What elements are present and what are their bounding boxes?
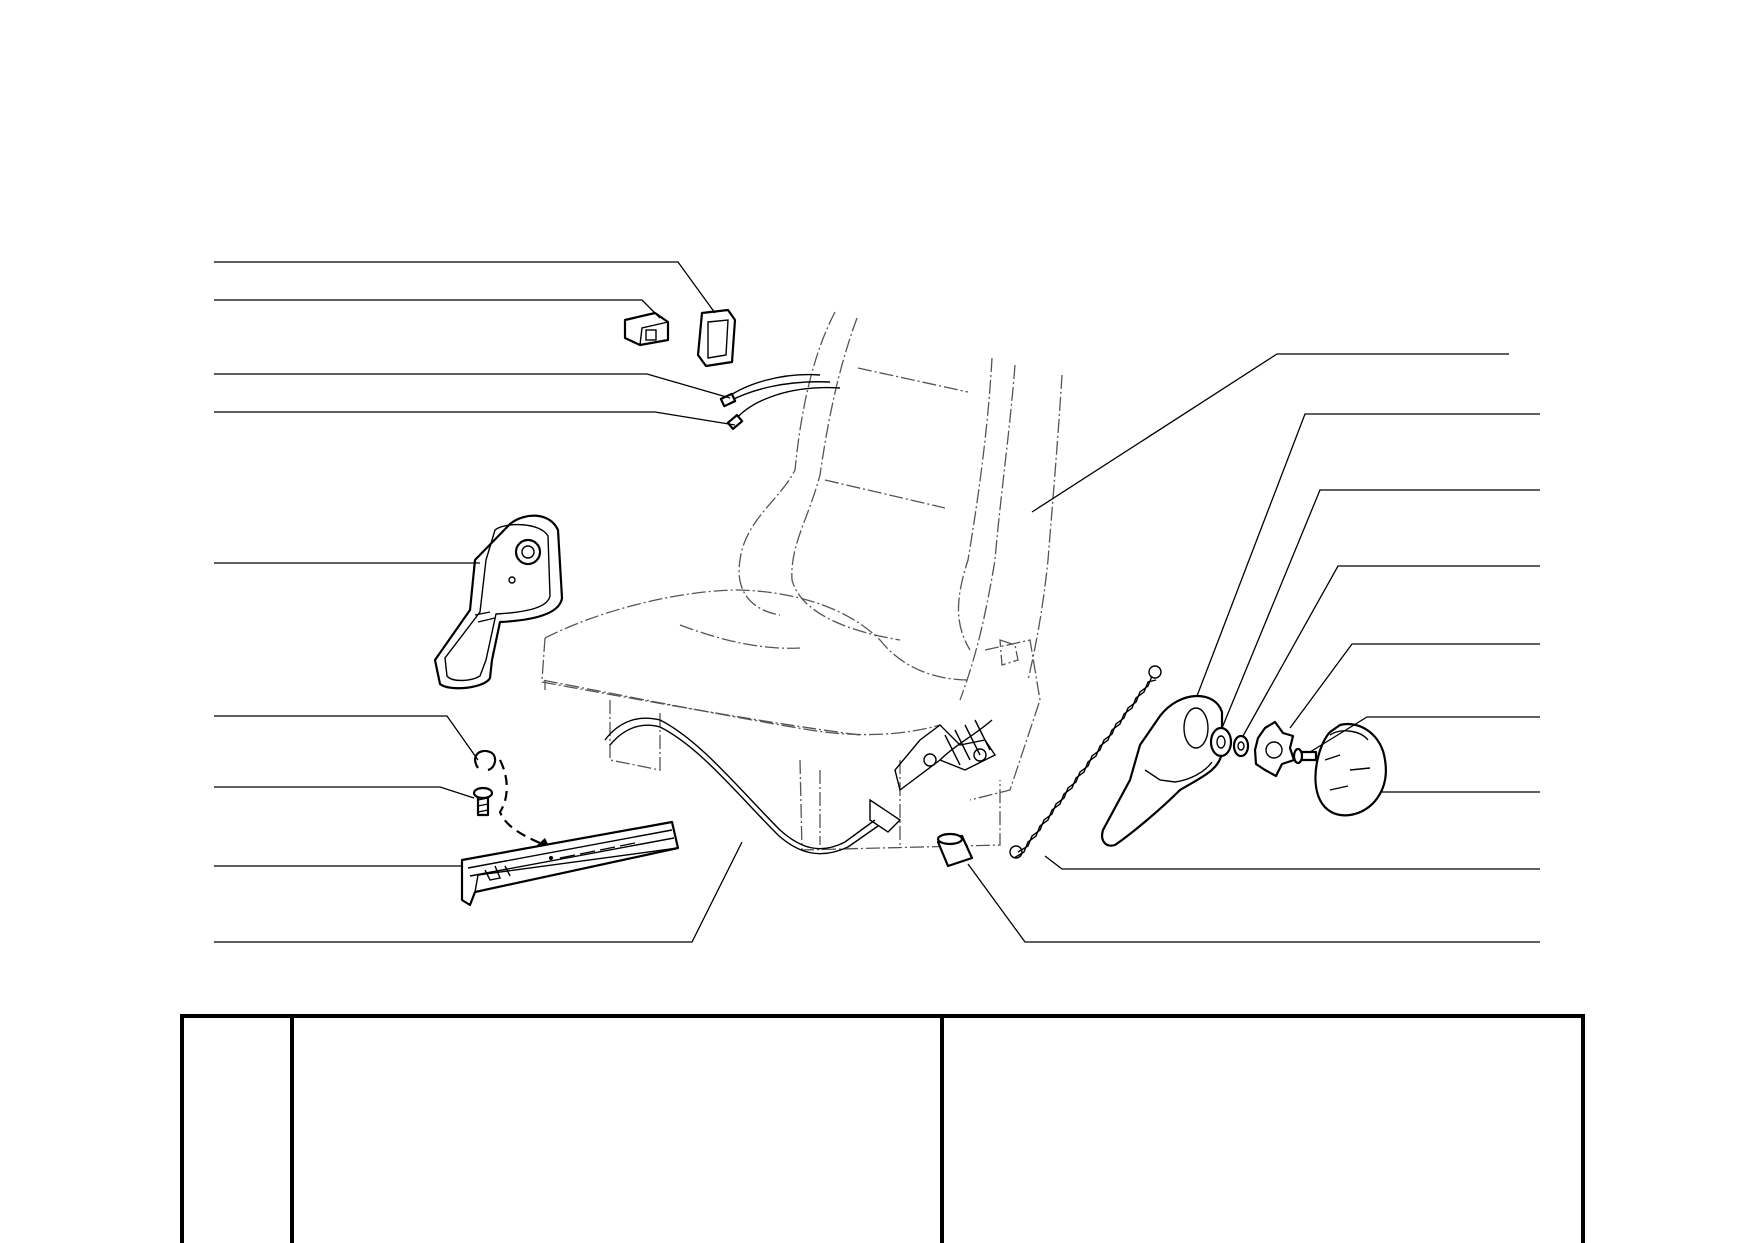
seat-rail-mechanism bbox=[869, 719, 997, 833]
callout-leader-17 bbox=[1044, 855, 1540, 870]
callout-leader-6 bbox=[214, 715, 479, 761]
callout-leader-3 bbox=[214, 373, 731, 399]
callout-leader-15 bbox=[1309, 716, 1540, 753]
mounting-screw bbox=[472, 786, 494, 817]
title-block-col-1 bbox=[180, 1018, 184, 1243]
callout-leader-4 bbox=[214, 411, 736, 426]
callout-leader-7 bbox=[214, 786, 475, 799]
callout-leader-1 bbox=[214, 261, 716, 314]
tension-spring bbox=[1009, 665, 1162, 859]
callout-leader-11 bbox=[1196, 413, 1540, 697]
callout-leader-9 bbox=[214, 841, 743, 943]
side-cover-plate bbox=[433, 514, 564, 690]
callout-leader-10 bbox=[1031, 353, 1509, 513]
callout-leader-13 bbox=[1242, 565, 1540, 737]
release-bar bbox=[604, 717, 879, 855]
seat-outline bbox=[541, 311, 1063, 851]
washer-large bbox=[1209, 726, 1233, 758]
knob-bolt bbox=[1292, 747, 1318, 765]
trim-cap-small bbox=[623, 311, 670, 347]
callout-leader-14 bbox=[1289, 643, 1540, 729]
washer-small bbox=[1232, 734, 1250, 758]
wiring-harness bbox=[719, 373, 841, 431]
title-block-col-2 bbox=[290, 1018, 294, 1243]
assembly-arrow bbox=[498, 759, 550, 848]
spacer-bush bbox=[936, 832, 974, 868]
circlip bbox=[474, 749, 497, 772]
adjuster-knob bbox=[1314, 722, 1387, 817]
callout-leader-2 bbox=[214, 299, 661, 319]
trim-cap-large bbox=[696, 308, 737, 368]
title-block-col-4 bbox=[1581, 1018, 1585, 1243]
title-block bbox=[180, 1014, 1585, 1243]
seat-slide-rail bbox=[460, 820, 680, 907]
callout-leader-18 bbox=[967, 863, 1540, 943]
title-block-col-3 bbox=[940, 1018, 944, 1243]
callout-leader-12 bbox=[1221, 489, 1540, 729]
star-hub bbox=[1253, 720, 1296, 778]
callout-leaders bbox=[214, 261, 1540, 943]
recliner-cover bbox=[1101, 694, 1224, 847]
